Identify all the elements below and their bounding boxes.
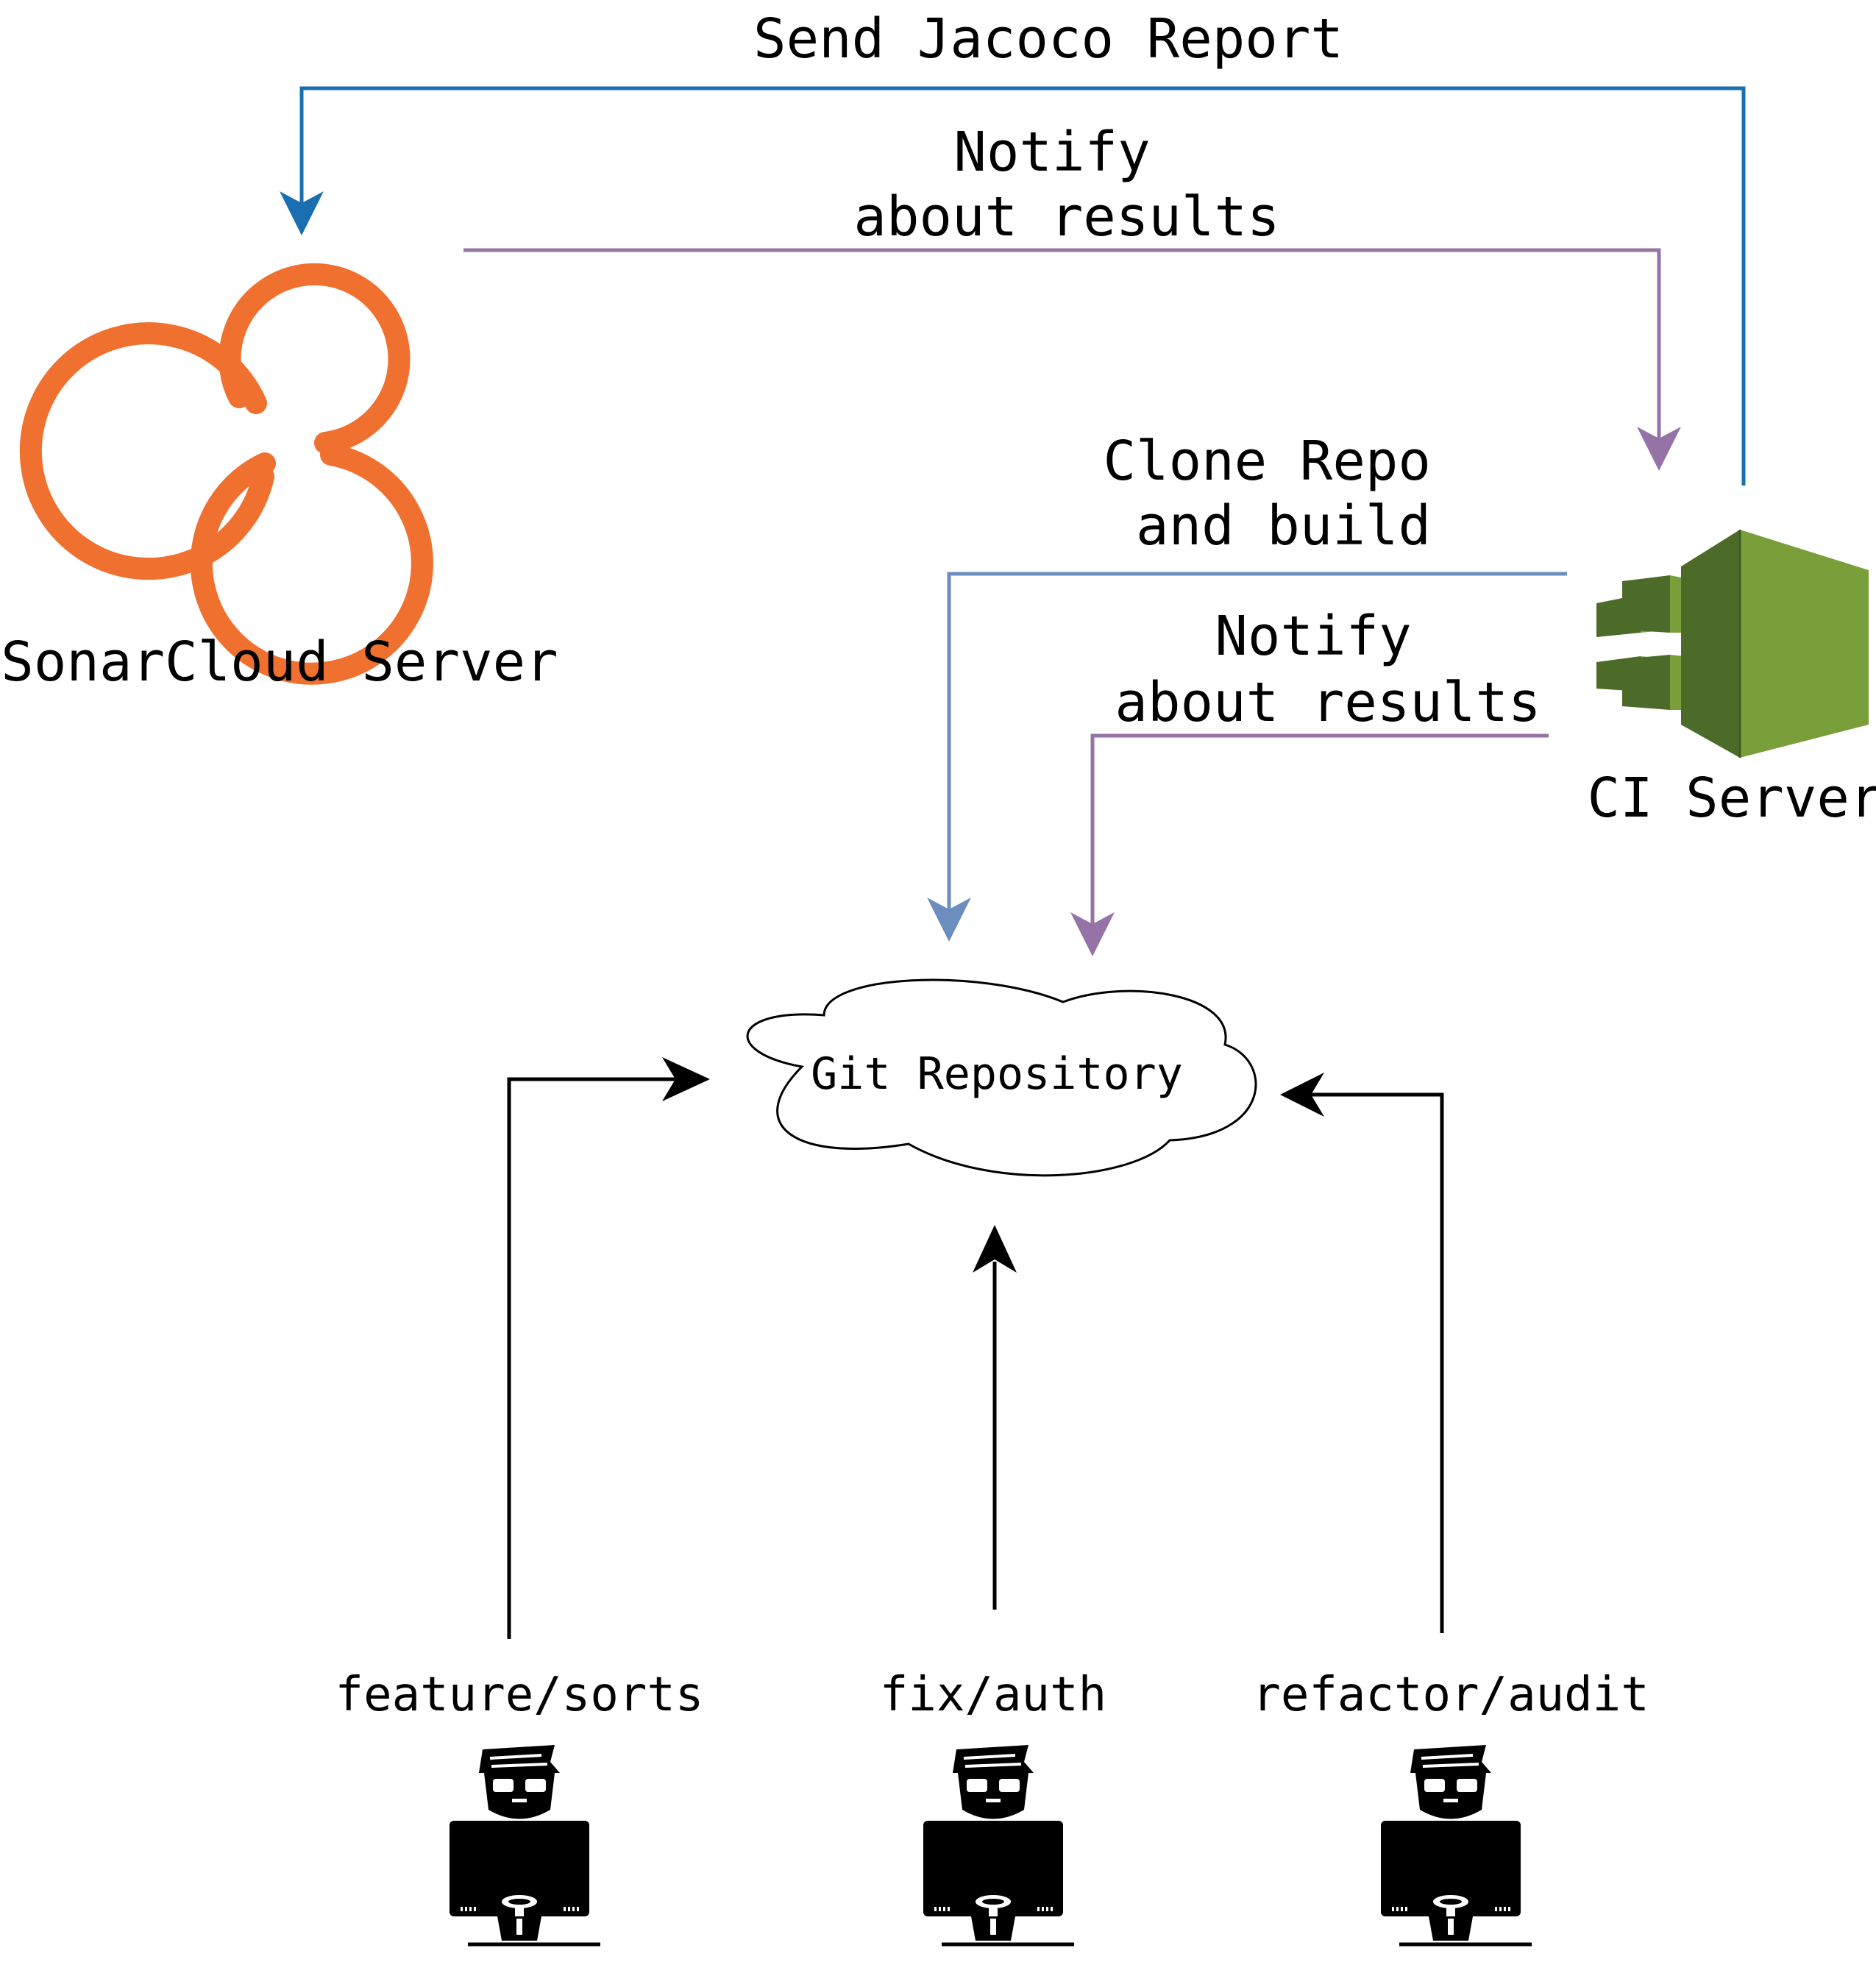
developer: fix/auth xyxy=(880,1668,1106,1947)
edge-line-clone-build xyxy=(947,572,1567,916)
sonarcloud-node: SonarCloud Server xyxy=(1,263,558,694)
git-repository-node: Git Repository xyxy=(746,978,1257,1177)
edge-label-clone-build-line2: and build xyxy=(1136,494,1431,558)
developer: feature/sorts xyxy=(335,1668,704,1947)
arrowhead-notify-git xyxy=(1070,912,1115,956)
developer-branch-label: fix/auth xyxy=(880,1668,1106,1722)
sonarcloud-logo-icon xyxy=(19,263,433,685)
developer-at-computer-icon xyxy=(923,1745,1074,1947)
edge-label-notify-sonar-line1: Notify xyxy=(953,121,1150,184)
edge-notify-git: Notify about results xyxy=(1070,605,1549,956)
git-repository-cloud-shape xyxy=(746,978,1257,1177)
edge-push-refactor xyxy=(1280,1073,1444,1633)
developer-branch-label: feature/sorts xyxy=(335,1668,704,1722)
edge-push-fix xyxy=(973,1225,1017,1610)
arrowhead-push-fix xyxy=(973,1225,1017,1273)
edge-push-feature xyxy=(507,1057,710,1639)
edge-label-notify-sonar-line2: about results xyxy=(853,185,1279,249)
arrowhead-notify-sonar xyxy=(1637,427,1681,471)
edge-label-send-jacoco: Send Jacoco Report xyxy=(753,7,1343,71)
developer-branch-label: refactor/audit xyxy=(1252,1668,1649,1722)
developer-at-computer-icon xyxy=(1381,1745,1532,1947)
edge-label-notify-git-line2: about results xyxy=(1115,671,1541,734)
edge-label-clone-build-line1: Clone Repo xyxy=(1103,430,1431,493)
edge-clone-build: Clone Repo and build xyxy=(927,430,1567,942)
ci-server-node: CI Server xyxy=(1588,530,1876,830)
arrowhead-send-jacoco xyxy=(280,191,324,235)
developer: refactor/audit xyxy=(1252,1668,1649,1947)
edge-label-notify-git-line1: Notify xyxy=(1215,605,1411,668)
git-repository-label: Git Repository xyxy=(811,1048,1183,1100)
ci-server-icon xyxy=(1596,530,1869,758)
edge-line-notify-git xyxy=(1090,733,1549,931)
ci-server-label: CI Server xyxy=(1588,767,1876,830)
edge-send-jacoco: Send Jacoco Report xyxy=(280,7,1746,486)
sonarcloud-label: SonarCloud Server xyxy=(1,630,558,694)
developer-at-computer-icon xyxy=(450,1745,600,1947)
arrowhead-push-refactor xyxy=(1280,1073,1324,1117)
developers: feature/sorts fix/auth refactor/audit xyxy=(335,1668,1649,1947)
arrowhead-push-feature xyxy=(662,1057,710,1101)
edge-notify-sonar: Notify about results xyxy=(463,121,1681,471)
edge-line-notify-sonar xyxy=(463,248,1661,443)
arrowhead-clone-build xyxy=(927,898,971,942)
edge-line-send-jacoco xyxy=(299,86,1746,486)
